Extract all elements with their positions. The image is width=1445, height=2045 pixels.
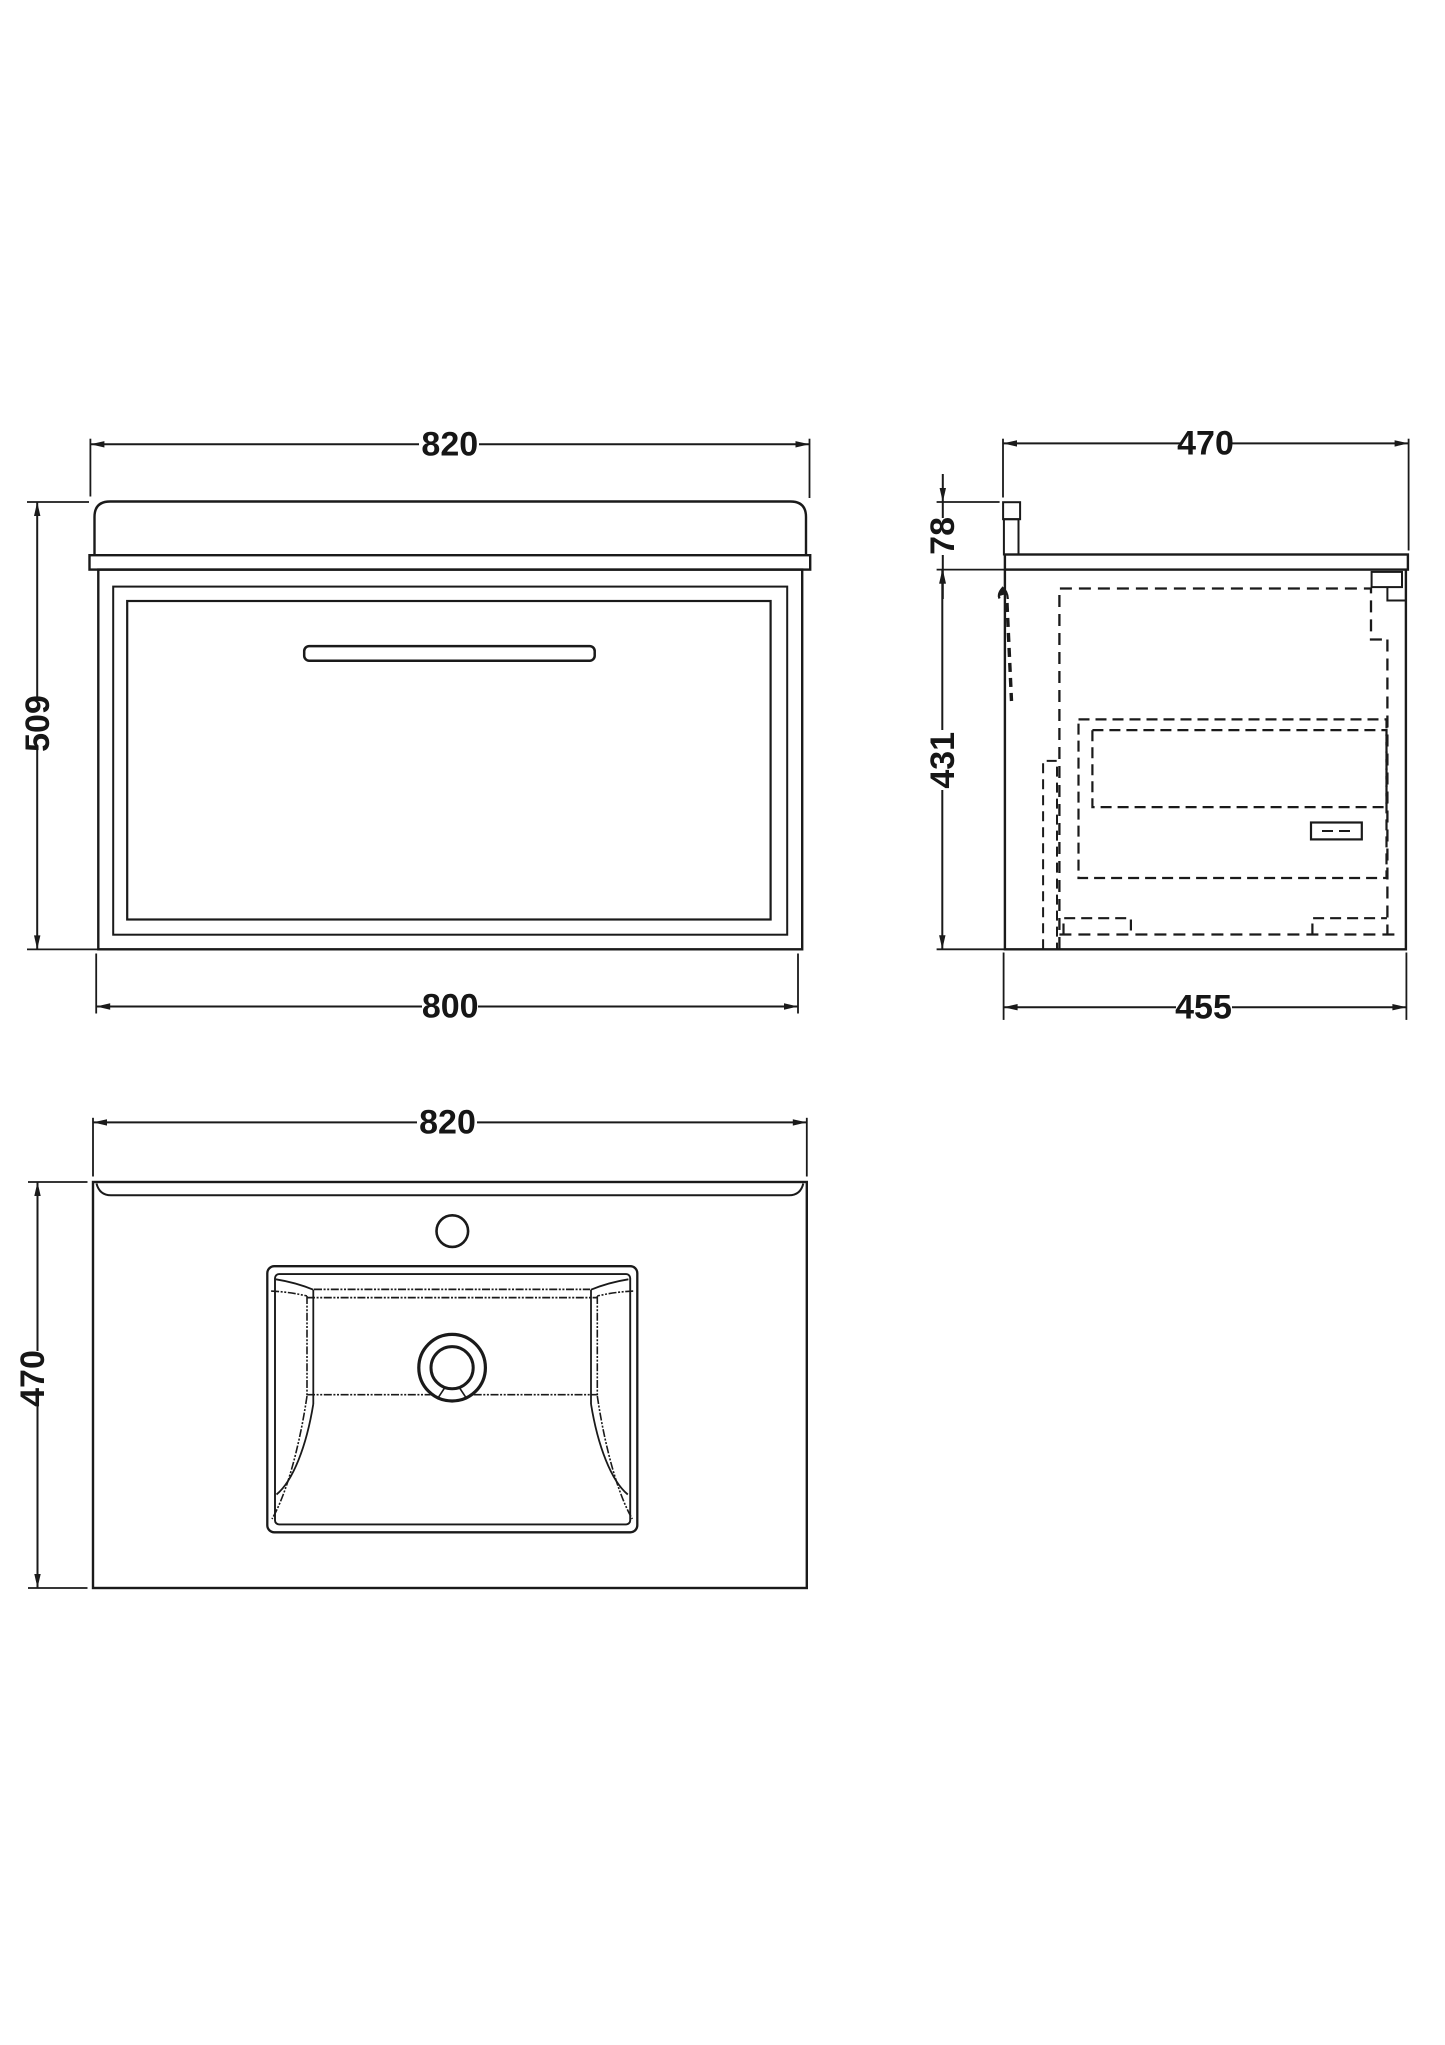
svg-text:820: 820: [419, 1104, 476, 1142]
svg-text:470: 470: [1177, 425, 1234, 463]
svg-text:431: 431: [924, 732, 962, 789]
svg-text:820: 820: [421, 426, 478, 464]
svg-text:455: 455: [1175, 988, 1232, 1026]
svg-text:800: 800: [422, 988, 479, 1026]
svg-text:470: 470: [14, 1350, 52, 1407]
svg-text:509: 509: [19, 695, 57, 752]
svg-text:78: 78: [924, 517, 962, 555]
